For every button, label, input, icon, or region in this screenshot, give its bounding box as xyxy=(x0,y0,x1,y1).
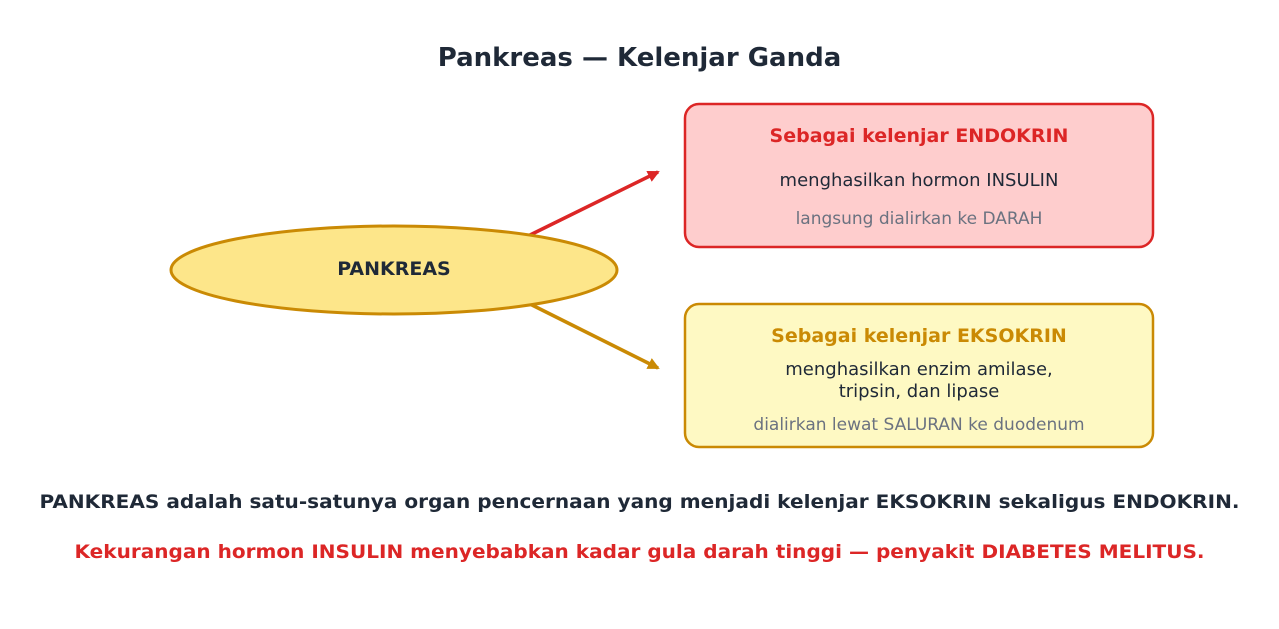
exocrine-box-shape xyxy=(683,302,1155,449)
arrow-to-exocrine xyxy=(527,301,660,370)
exocrine-box: Sebagai kelenjar EKSOKRIN menghasilkan e… xyxy=(683,302,1155,449)
endocrine-box-shape xyxy=(683,102,1155,249)
exocrine-route-note: dialirkan lewat SALURAN ke duodenum xyxy=(753,415,1084,435)
exocrine-heading: Sebagai kelenjar EKSOKRIN xyxy=(771,325,1067,347)
exocrine-product-line-1: menghasilkan enzim amilase, xyxy=(785,359,1053,380)
arrow-to-endocrine xyxy=(527,170,660,238)
endocrine-heading: Sebagai kelenjar ENDOKRIN xyxy=(770,125,1069,147)
pancreas-node-label: PANKREAS xyxy=(337,258,451,280)
endocrine-box: Sebagai kelenjar ENDOKRIN menghasilkan h… xyxy=(683,102,1155,249)
endocrine-route-note: langsung dialirkan ke DARAH xyxy=(796,209,1043,229)
pancreas-node: PANKREAS xyxy=(169,224,619,316)
diagram-title: Pankreas — Kelenjar Ganda xyxy=(438,43,842,73)
footer-warning: Kekurangan hormon INSULIN menyebabkan ka… xyxy=(75,541,1205,563)
footer-statement: PANKREAS adalah satu-satunya organ pence… xyxy=(40,491,1240,513)
endocrine-product: menghasilkan hormon INSULIN xyxy=(780,170,1059,191)
pancreas-node-shape xyxy=(169,224,619,316)
exocrine-product-line-2: tripsin, dan lipase xyxy=(839,381,1000,402)
